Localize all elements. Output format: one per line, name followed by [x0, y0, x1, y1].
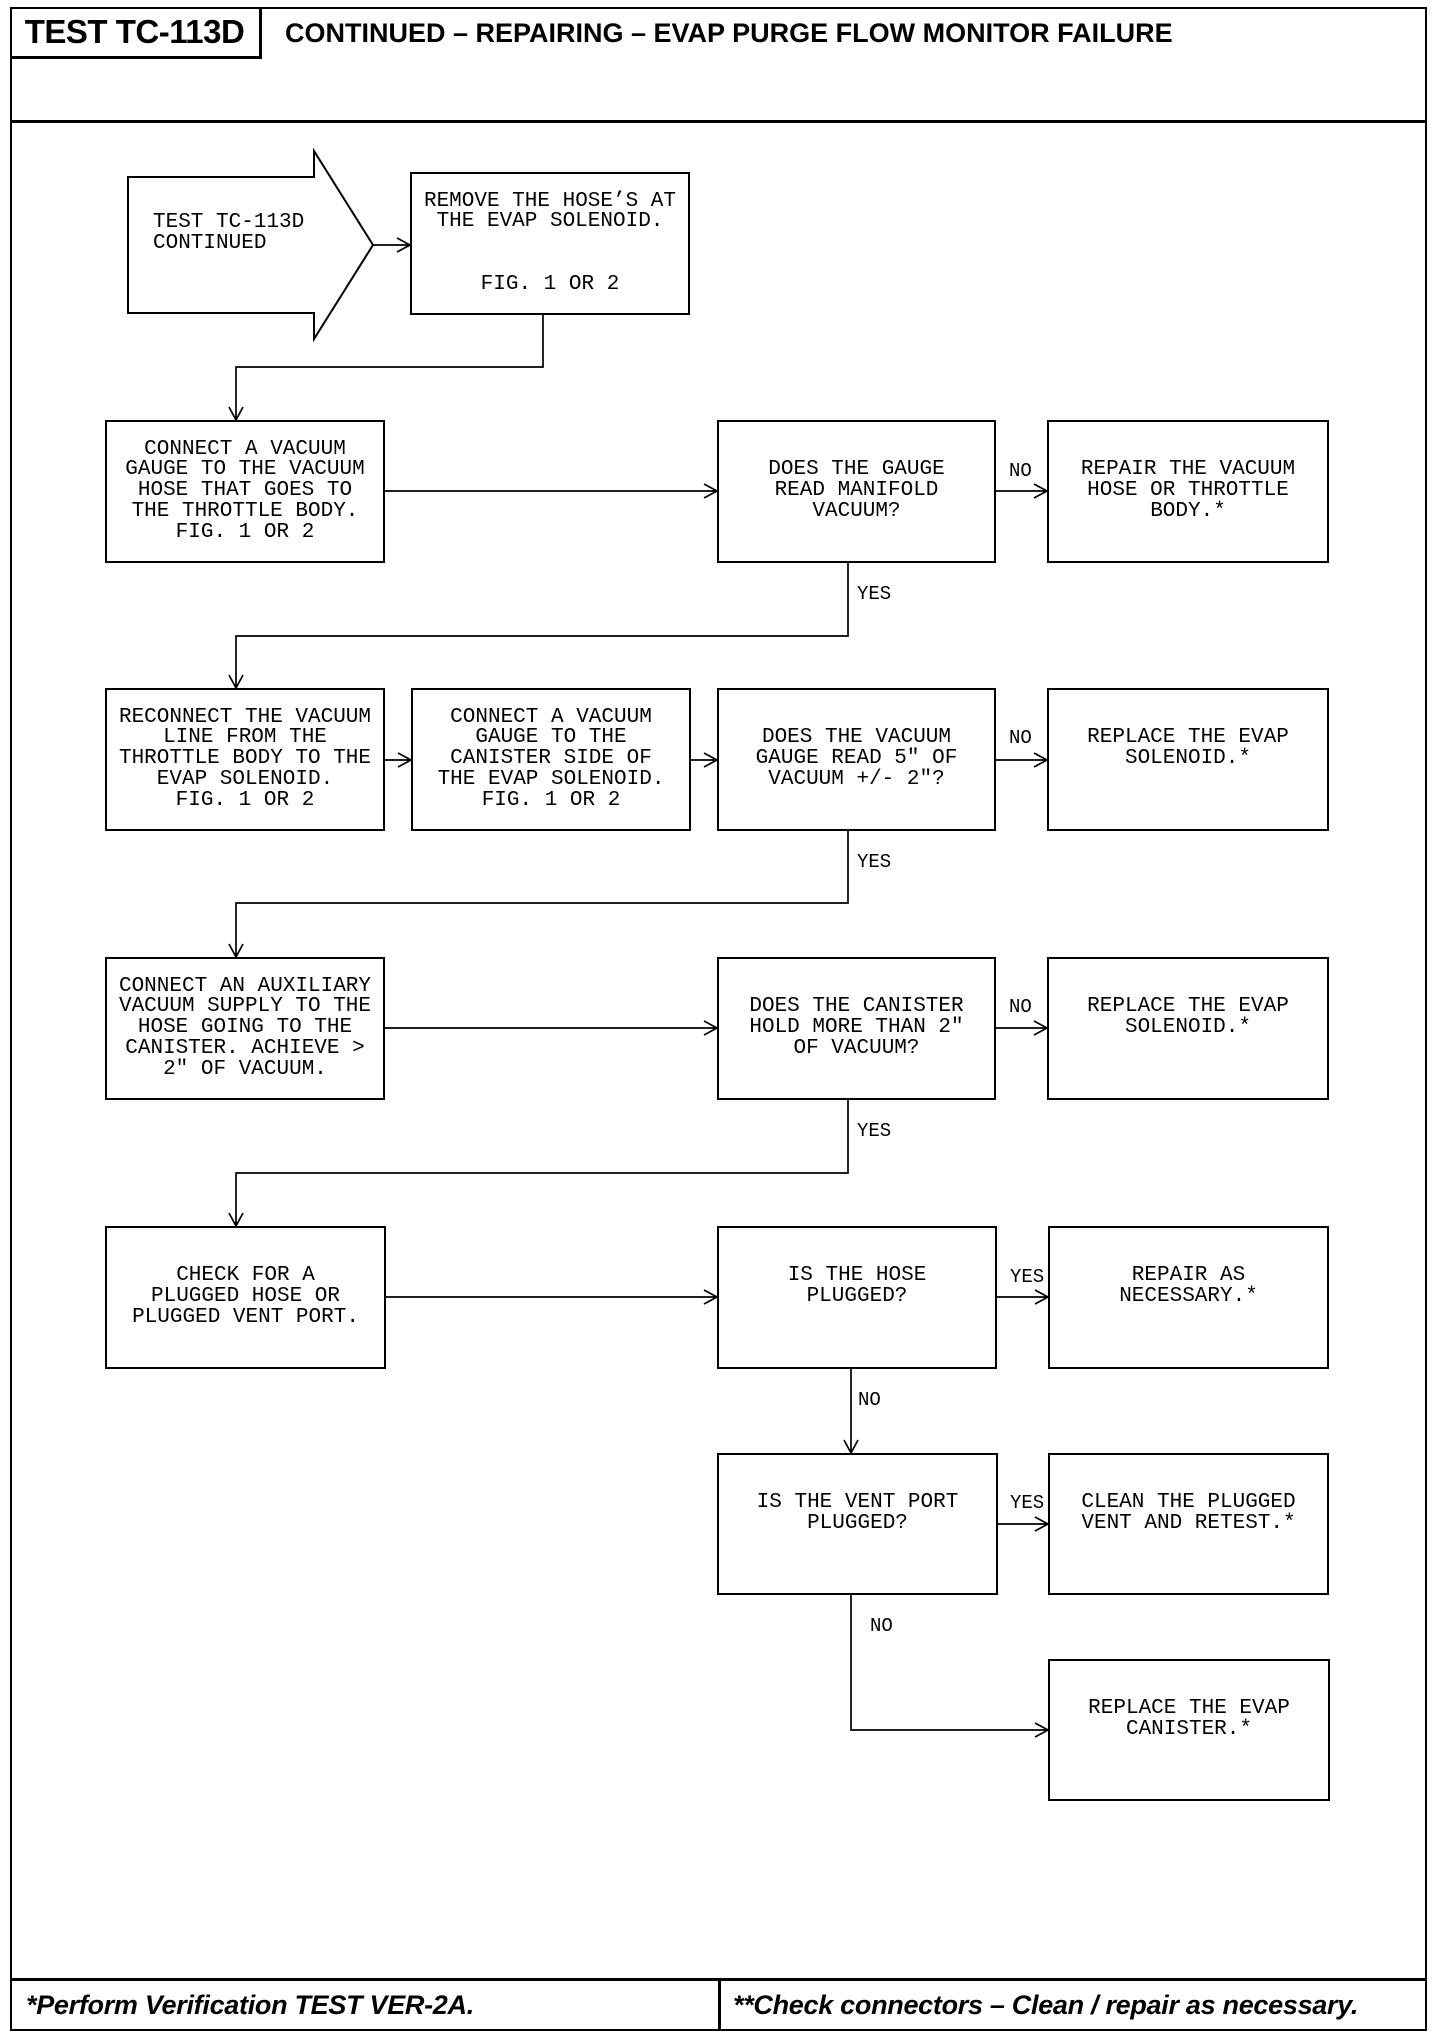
action-text: REPLACE THE EVAP SOLENOID.* [1087, 995, 1289, 1039]
decision-text: DOES THE CANISTER HOLD MORE THAN 2" OF V… [749, 995, 964, 1060]
label-vent-yes: YES [1010, 1492, 1045, 1514]
test-id: TEST TC-113D [24, 13, 245, 50]
header-divider [10, 120, 1427, 123]
decision-gauge-5in: DOES THE VACUUM GAUGE READ 5" OF VACUUM … [717, 688, 996, 831]
decision-text: IS THE VENT PORT PLUGGED? [756, 1490, 959, 1535]
connector-reconnect-to-connect-canister [385, 752, 413, 768]
test-id-box: TEST TC-113D [10, 7, 262, 59]
step-connect-gauge-throttle: CONNECT A VACUUM GAUGE TO THE VACUUM HOS… [105, 420, 385, 563]
action-clean-vent: CLEAN THE PLUGGED VENT AND RETEST.* [1048, 1453, 1329, 1595]
label-manifold-no: NO [1009, 460, 1032, 482]
connector-connect-canister-to-gauge-question [691, 752, 719, 768]
start-pentagon [127, 147, 375, 343]
footer-verification-note: *Perform Verification TEST VER-2A. [26, 1990, 474, 2020]
connector-hose-no [843, 1369, 859, 1455]
action-text: REPLACE THE EVAP CANISTER.* [1088, 1696, 1290, 1741]
step-text: CONNECT A VACUUM GAUGE TO THE CANISTER S… [437, 705, 665, 812]
connector-manifold-no [996, 483, 1049, 499]
connector-check-to-hose-question [385, 1289, 719, 1305]
connector-remove-to-connect-gauge [228, 315, 544, 422]
connector-canister-yes [228, 1100, 849, 1228]
footer-column-divider [718, 1979, 721, 2031]
connector-canister-no [996, 1020, 1049, 1036]
decision-vent-plugged: IS THE VENT PORT PLUGGED? [717, 1453, 998, 1595]
decision-text: DOES THE GAUGE READ MANIFOLD VACUUM? [768, 458, 945, 523]
connector-manifold-yes [228, 563, 849, 690]
decision-text: DOES THE VACUUM GAUGE READ 5" OF VACUUM … [755, 726, 958, 791]
connector-start-to-remove [373, 237, 412, 253]
step-text: REMOVE THE HOSE’S AT THE EVAP SOLENOID. … [423, 189, 677, 296]
page-title: CONTINUED – REPAIRING – EVAP PURGE FLOW … [285, 18, 1173, 48]
step-remove-hoses: REMOVE THE HOSE’S AT THE EVAP SOLENOID. … [410, 172, 690, 315]
start-label: TEST TC-113D CONTINUED [153, 211, 305, 255]
action-replace-solenoid-2: REPLACE THE EVAP SOLENOID.* [1047, 957, 1329, 1100]
label-gauge-5in-yes: YES [857, 851, 892, 873]
step-connect-gauge-canister: CONNECT A VACUUM GAUGE TO THE CANISTER S… [411, 688, 691, 831]
footer-connector-note: **Check connectors – Clean / repair as n… [733, 1990, 1359, 2020]
action-text: CLEAN THE PLUGGED VENT AND RETEST.* [1081, 1490, 1296, 1535]
connector-aux-vacuum-to-canister-question [385, 1020, 719, 1036]
step-check-plugged: CHECK FOR A PLUGGED HOSE OR PLUGGED VENT… [105, 1226, 386, 1369]
step-connect-aux-vacuum: CONNECT AN AUXILIARY VACUUM SUPPLY TO TH… [105, 957, 385, 1100]
action-repair-as-necessary: REPAIR AS NECESSARY.* [1048, 1226, 1329, 1369]
action-replace-canister: REPLACE THE EVAP CANISTER.* [1048, 1659, 1330, 1801]
decision-canister-hold: DOES THE CANISTER HOLD MORE THAN 2" OF V… [717, 957, 996, 1100]
step-reconnect-vacuum-line: RECONNECT THE VACUUM LINE FROM THE THROT… [105, 688, 385, 831]
step-text: CONNECT AN AUXILIARY VACUUM SUPPLY TO TH… [118, 974, 372, 1081]
connector-connect-gauge-to-manifold-question [385, 483, 719, 499]
label-canister-yes: YES [857, 1120, 892, 1142]
connector-gauge-5in-no [996, 752, 1049, 768]
action-replace-solenoid-1: REPLACE THE EVAP SOLENOID.* [1047, 688, 1329, 831]
label-vent-no: NO [870, 1615, 893, 1637]
label-manifold-yes: YES [857, 583, 892, 605]
connector-gauge-5in-yes [228, 831, 849, 959]
action-text: REPLACE THE EVAP SOLENOID.* [1087, 726, 1289, 770]
connector-hose-yes [997, 1289, 1050, 1305]
label-gauge-5in-no: NO [1009, 727, 1032, 749]
step-text: CONNECT A VACUUM GAUGE TO THE VACUUM HOS… [125, 437, 365, 544]
action-repair-vacuum-hose: REPAIR THE VACUUM HOSE OR THROTTLE BODY.… [1047, 420, 1329, 563]
label-hose-no: NO [858, 1389, 881, 1411]
decision-hose-plugged: IS THE HOSE PLUGGED? [717, 1226, 997, 1369]
decision-text: IS THE HOSE PLUGGED? [787, 1264, 927, 1308]
step-text: RECONNECT THE VACUUM LINE FROM THE THROT… [118, 705, 372, 812]
action-text: REPAIR AS NECESSARY.* [1119, 1264, 1258, 1308]
label-hose-yes: YES [1010, 1266, 1045, 1288]
step-text: CHECK FOR A PLUGGED HOSE OR PLUGGED VENT… [132, 1264, 359, 1329]
connector-vent-yes [998, 1516, 1050, 1532]
action-text: REPAIR THE VACUUM HOSE OR THROTTLE BODY.… [1080, 458, 1296, 523]
decision-manifold-vacuum: DOES THE GAUGE READ MANIFOLD VACUUM? [717, 420, 996, 563]
label-canister-no: NO [1009, 996, 1032, 1018]
